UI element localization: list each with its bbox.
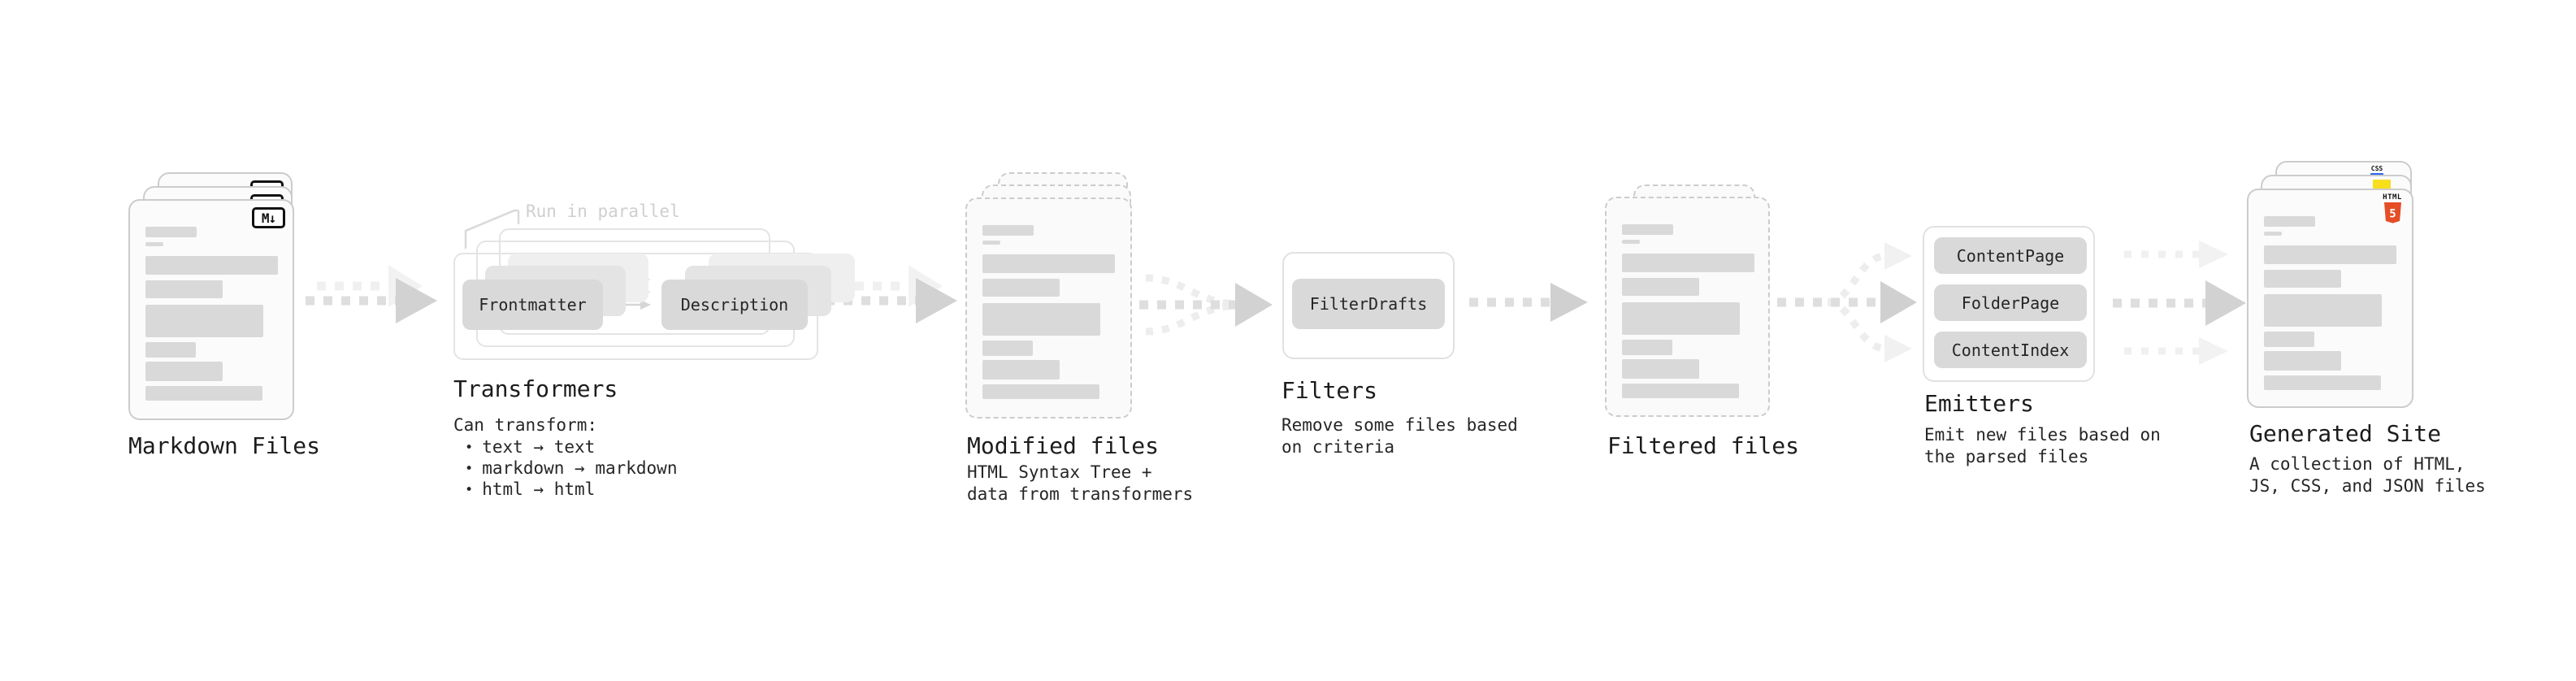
arrow-markdown-to-transformers [306,265,437,323]
html5-icon: HTML 5 [2382,194,2403,223]
content-index-pill: ContentIndex [1934,332,2087,368]
transformer-description-pill: Description [661,280,808,330]
generated-site-desc: JS, CSS, and JSON files [2249,476,2486,496]
stage-filtered-files [1602,159,1806,421]
stage-markdown-files: M↓ M↓ M↓ [126,159,323,421]
stage-generated-site: CSS HTML 5 [2244,159,2448,421]
filters-desc: on criteria [1281,437,1395,457]
file-content-bars [1607,198,1768,415]
modified-files-title: Modified files [967,432,1160,459]
markdown-file-card-front: M↓ [128,199,294,420]
modified-files-desc: HTML Syntax Tree + [967,462,1152,482]
generated-site-desc: A collection of HTML, [2249,454,2465,474]
generated-site-title: Generated Site [2249,420,2442,447]
filter-drafts-pill: FilterDrafts [1292,279,1445,329]
transformers-bullet: •markdown → markdown [465,458,678,478]
markdown-files-title: Markdown Files [128,432,321,459]
emitters-title: Emitters [1924,390,2034,417]
arrow-transformers-to-modified [826,265,957,323]
file-content-bars [130,201,293,419]
transformers-title: Transformers [453,375,618,402]
generated-file-card-front: HTML 5 [2247,189,2413,408]
transformers-desc-heading: Can transform: [453,415,598,435]
transformer-frontmatter-pill: Frontmatter [462,280,603,330]
transformers-bullet: •html → html [465,479,596,499]
markdown-icon: M↓ [252,207,285,228]
filtered-files-title: Filtered files [1607,432,1800,459]
filters-title: Filters [1281,377,1378,404]
filters-desc: Remove some files based [1281,415,1518,435]
run-in-parallel-note: Run in parallel [526,202,680,221]
emitters-desc: the parsed files [1924,447,2089,466]
folder-page-pill: FolderPage [1934,284,2087,321]
filtered-file-card-front [1605,197,1770,417]
js-icon [2373,180,2391,189]
file-content-bars [2249,190,2412,406]
emitters-desc: Emit new files based on [1924,425,2161,445]
modified-files-desc: data from transformers [967,484,1194,504]
modified-file-card-front [965,197,1132,419]
arrow-filtered-to-emitters [1777,242,1917,362]
content-page-pill: ContentPage [1934,237,2087,274]
transformers-bullet: •text → text [465,437,596,457]
arrow-emitters-to-generated [2113,241,2246,365]
arrow-filters-to-filtered [1469,283,1588,322]
file-content-bars [967,199,1130,417]
run-in-parallel-callout-line [464,209,520,249]
svg-text:5: 5 [2389,208,2396,221]
stage-modified-files [963,159,1166,421]
arrow-modified-to-filters [1139,274,1273,336]
